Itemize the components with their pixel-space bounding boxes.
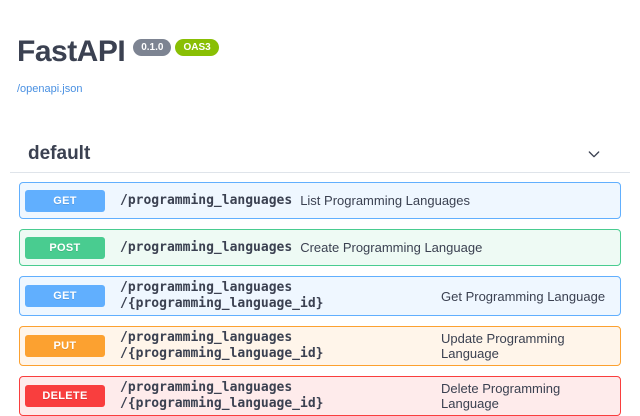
operation-list: GET /programming_languages List Programm…: [10, 173, 630, 416]
operation-summary[interactable]: PUT /programming_languages/{programming_…: [20, 327, 620, 365]
tag-title: default: [28, 143, 91, 164]
endpoint-path-line: /{programming_language_id}: [120, 396, 324, 411]
endpoint-path-line: /programming_languages: [120, 239, 293, 255]
operation-summary[interactable]: POST /programming_languages Create Progr…: [20, 230, 620, 265]
oas3-badge: OAS3: [175, 39, 219, 56]
endpoint-path-line: /programming_languages: [120, 380, 293, 395]
operation-row[interactable]: GET /programming_languages/{programming_…: [19, 276, 621, 316]
endpoint-path: /programming_languages/{programming_lang…: [120, 330, 433, 362]
operation-summary[interactable]: GET /programming_languages/{programming_…: [20, 277, 620, 315]
method-badge: DELETE: [25, 385, 105, 407]
method-badge: PUT: [25, 335, 105, 357]
endpoint-path: /programming_languages/{programming_lang…: [120, 380, 433, 412]
endpoint-description: Create Programming Language: [300, 240, 483, 255]
endpoint-path: /programming_languages: [120, 193, 292, 209]
api-title: FastAPI: [17, 35, 126, 68]
endpoint-path: /programming_languages: [120, 240, 292, 256]
endpoint-path-line: /programming_languages: [120, 192, 293, 208]
endpoint-description: List Programming Languages: [300, 193, 471, 208]
method-badge: GET: [25, 189, 105, 212]
operation-summary[interactable]: DELETE /programming_languages/{programmi…: [20, 377, 620, 415]
version-badge: 0.1.0: [133, 39, 172, 56]
tag-section-default: default GET /programming_languages List …: [10, 143, 630, 416]
endpoint-path-line: /{programming_language_id}: [120, 296, 324, 311]
operation-row[interactable]: GET /programming_languages List Programm…: [19, 182, 621, 219]
endpoint-path-line: /programming_languages: [120, 330, 293, 345]
endpoint-description: Update Programming Language: [441, 331, 565, 361]
operation-row[interactable]: DELETE /programming_languages/{programmi…: [19, 376, 621, 416]
endpoint-path-line: /programming_languages: [120, 280, 293, 295]
tag-section-header[interactable]: default: [10, 143, 630, 173]
endpoint-path: /programming_languages/{programming_lang…: [120, 280, 433, 312]
endpoint-description: Delete Programming Language: [441, 381, 561, 411]
api-info-header: FastAPI 0.1.0 OAS3 /openapi.json: [0, 0, 640, 97]
method-badge: POST: [25, 236, 105, 259]
openapi-json-link[interactable]: /openapi.json: [17, 83, 83, 95]
operation-row[interactable]: POST /programming_languages Create Progr…: [19, 229, 621, 266]
chevron-down-icon[interactable]: [586, 146, 602, 162]
endpoint-path-line: /{programming_language_id}: [120, 346, 324, 361]
method-badge: GET: [25, 285, 105, 307]
operation-row[interactable]: PUT /programming_languages/{programming_…: [19, 326, 621, 366]
endpoint-description: Get Programming Language: [441, 288, 606, 304]
operation-summary[interactable]: GET /programming_languages List Programm…: [20, 183, 620, 218]
